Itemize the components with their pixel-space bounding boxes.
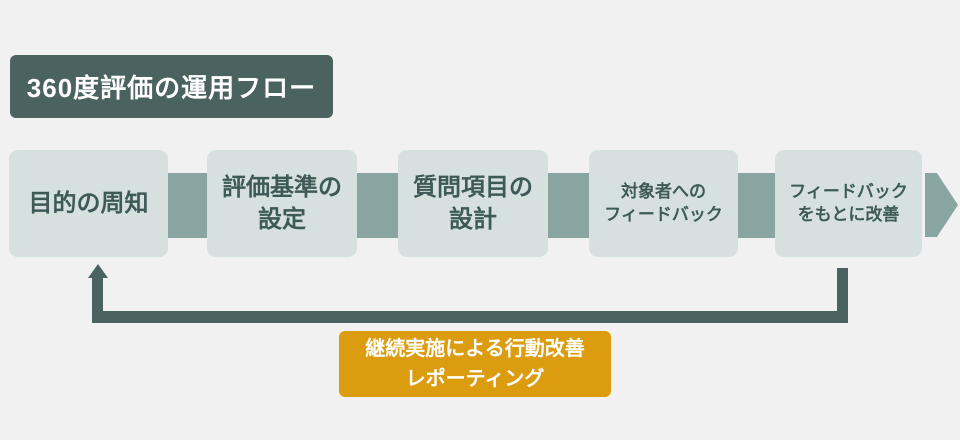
flow-step-label: 質問項目の 設計	[413, 174, 533, 233]
arrow-right-icon	[925, 173, 958, 237]
diagram-title: 360度評価の運用フロー	[10, 55, 333, 118]
loop-line-right	[837, 268, 848, 323]
step-connector	[548, 173, 589, 238]
flow-step-criteria: 評価基準の 設定	[207, 150, 357, 257]
flow-step-purpose: 目的の周知	[9, 150, 168, 257]
arrow-up-icon	[88, 264, 108, 278]
loop-line-left	[92, 277, 103, 323]
flow-step-feedback: 対象者への フィードバック	[589, 150, 738, 257]
loop-note-label: 継続実施による行動改善 レポーティング	[365, 338, 585, 390]
flow-step-label: フィードバック をもとに改善	[789, 182, 908, 224]
flow-step-label: 評価基準の 設定	[222, 174, 342, 233]
flow-step-label: 対象者への フィードバック	[604, 182, 723, 224]
flow-step-improve: フィードバック をもとに改善	[775, 150, 922, 257]
loop-line-horizontal	[92, 311, 848, 323]
loop-note: 継続実施による行動改善 レポーティング	[339, 331, 611, 397]
diagram-title-label: 360度評価の運用フロー	[26, 73, 317, 103]
step-connector	[168, 173, 207, 238]
flow-step-questions: 質問項目の 設計	[398, 150, 548, 257]
flow-step-label: 目的の周知	[28, 189, 149, 217]
step-connector	[738, 173, 775, 238]
step-connector	[357, 173, 398, 238]
